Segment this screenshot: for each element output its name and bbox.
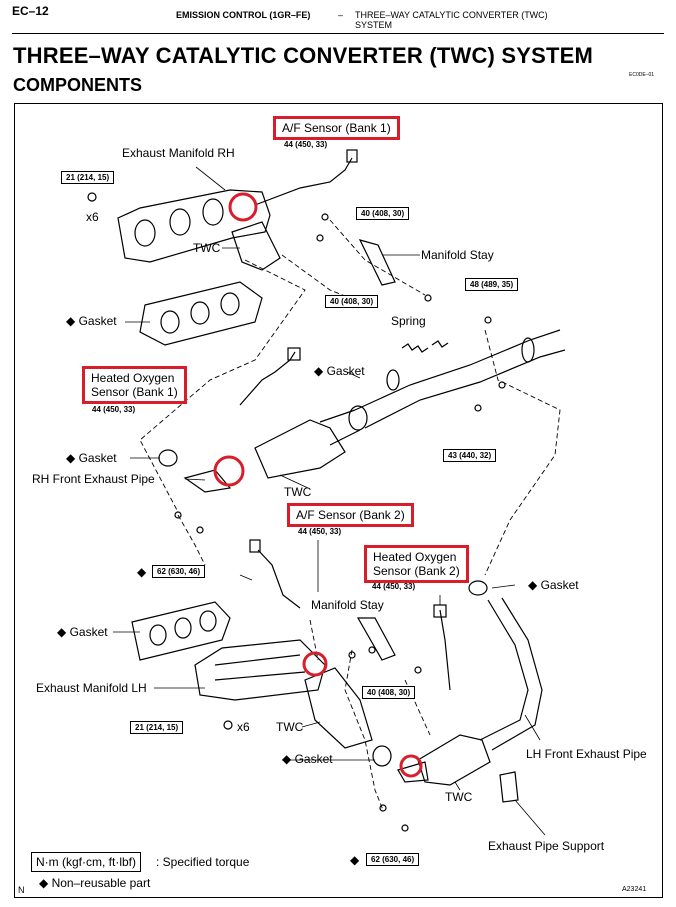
manifold-stay-top-label: Manifold Stay — [421, 248, 494, 262]
gasket-rh-drawing — [139, 281, 263, 346]
legend-nonreusable: ◆ Non–reusable part — [39, 876, 151, 890]
highlight-af-bank2-port — [302, 651, 328, 677]
twc-bottom-drawing — [304, 667, 373, 749]
gasket-lh-drawing — [131, 601, 231, 661]
exhaust-manifold-rh-label: Exhaust Manifold RH — [122, 146, 235, 160]
ho2-sensor-bank1-label: Heated Oxygen Sensor (Bank 1) — [82, 366, 187, 404]
main-exhaust-pipe-drawing — [354, 329, 566, 429]
section-title: EMISSION CONTROL (1GR–FE) — [176, 10, 311, 20]
lh-front-pipe-drawing — [479, 597, 543, 751]
manifold-stay-bottom-label: Manifold Stay — [311, 598, 384, 612]
ho2-sensor-bank1-torque: 44 (450, 33) — [92, 405, 136, 414]
section-dash: – — [338, 10, 344, 20]
af-sensor-bank2-torque: 44 (450, 33) — [298, 527, 342, 536]
manifold-stay-top-drawing — [358, 239, 396, 286]
af-sensor-bank2-drawing — [257, 549, 301, 609]
manifold-stay-bottom-drawing — [356, 617, 396, 661]
exhaust-pipe-support-drawing — [499, 771, 519, 803]
exhaust-manifold-lh-drawing — [194, 639, 326, 701]
diagram-frame — [14, 103, 663, 898]
subsection-title: THREE–WAY CATALYTIC CONVERTER (TWC) SYST… — [355, 10, 548, 30]
torque-21-bottom: 21 (214, 15) — [130, 721, 184, 734]
af-sensor-bank1-label: A/F Sensor (Bank 1) — [273, 116, 400, 140]
ho2-sensor-bank2-label: Heated Oxygen Sensor (Bank 2) — [364, 545, 469, 583]
ho2-sensor-bank2-torque: 44 (450, 33) — [372, 582, 416, 591]
torque-21-top: 21 (214, 15) — [61, 171, 115, 184]
ho2-sensor-bank2-drawing — [439, 609, 451, 691]
page-number: EC–12 — [12, 4, 49, 18]
ho2-bank1-line-1: Heated Oxygen — [91, 371, 175, 385]
gasket-4-label: ◆ Gasket — [528, 578, 579, 592]
af-sensor-bank1-drawing — [254, 157, 353, 206]
highlight-af-bank1-port — [228, 192, 258, 222]
page-subtitle: COMPONENTS — [13, 75, 143, 95]
torque-62-top: 62 (630, 46) — [152, 565, 206, 578]
header-rule — [12, 33, 664, 34]
gasket-2-label: ◆ Gasket — [314, 364, 365, 378]
highlight-ho2-bank1-port — [213, 455, 245, 487]
twc-middle-drawing — [254, 419, 346, 479]
twc-bottom-left-label: TWC — [276, 720, 304, 734]
subsection-line-1: THREE–WAY CATALYTIC CONVERTER (TWC) — [355, 10, 548, 20]
twc-bottom-right-label: TWC — [445, 790, 473, 804]
spring-label: Spring — [391, 314, 426, 328]
af-sensor-bank2-label: A/F Sensor (Bank 2) — [287, 503, 414, 527]
twc-top-label: TWC — [193, 241, 221, 255]
af-sensor-bank1-torque: 44 (450, 33) — [284, 140, 328, 149]
ho2-bank1-line-2: Sensor (Bank 1) — [91, 385, 178, 399]
twc-mid-label: TWC — [284, 485, 312, 499]
north-mark: N — [18, 885, 25, 895]
exhaust-manifold-lh-label: Exhaust Manifold LH — [36, 681, 147, 695]
gasket-6-label: ◆ Gasket — [282, 752, 333, 766]
ho2-sensor-bank1-drawing — [239, 351, 296, 406]
diamond-62-top: ◆ — [137, 565, 147, 579]
x6-bottom-label: x6 — [237, 720, 250, 734]
rh-front-pipe-label: RH Front Exhaust Pipe — [32, 472, 155, 486]
exhaust-manifold-rh-drawing — [117, 189, 271, 263]
legend-torque-unit: N·m (kgf·cm, ft·lbf) — [31, 852, 141, 872]
doc-code: EC0DE–01 — [629, 72, 655, 78]
torque-40-c: 40 (408, 30) — [362, 686, 416, 699]
torque-48: 48 (489, 35) — [465, 278, 519, 291]
x6-top-label: x6 — [86, 210, 99, 224]
diamond-62-bottom: ◆ — [350, 853, 360, 867]
torque-62-bottom: 62 (630, 46) — [366, 853, 420, 866]
exhaust-pipe-support-label: Exhaust Pipe Support — [488, 839, 605, 853]
twc-lh-drawing — [417, 734, 491, 786]
legend-torque-text: : Specified torque — [156, 855, 250, 869]
torque-40-b: 40 (408, 30) — [325, 295, 379, 308]
spring-drawing — [401, 343, 429, 353]
page-title: THREE–WAY CATALYTIC CONVERTER (TWC) SYST… — [13, 43, 594, 68]
subsection-line-2: SYSTEM — [355, 20, 393, 30]
gasket-1-label: ◆ Gasket — [66, 314, 117, 328]
figure-reference: A23241 — [622, 886, 647, 893]
highlight-ho2-bank2-port — [399, 754, 423, 778]
ho2-bank2-line-1: Heated Oxygen — [373, 550, 457, 564]
gasket-3-label: ◆ Gasket — [66, 451, 117, 465]
lh-front-pipe-label: LH Front Exhaust Pipe — [526, 747, 647, 761]
ho2-bank2-line-2: Sensor (Bank 2) — [373, 564, 460, 578]
gasket-5-label: ◆ Gasket — [57, 625, 108, 639]
torque-43: 43 (440, 32) — [443, 449, 497, 462]
torque-40-a: 40 (408, 30) — [356, 207, 410, 220]
twc-top-drawing — [231, 221, 281, 271]
